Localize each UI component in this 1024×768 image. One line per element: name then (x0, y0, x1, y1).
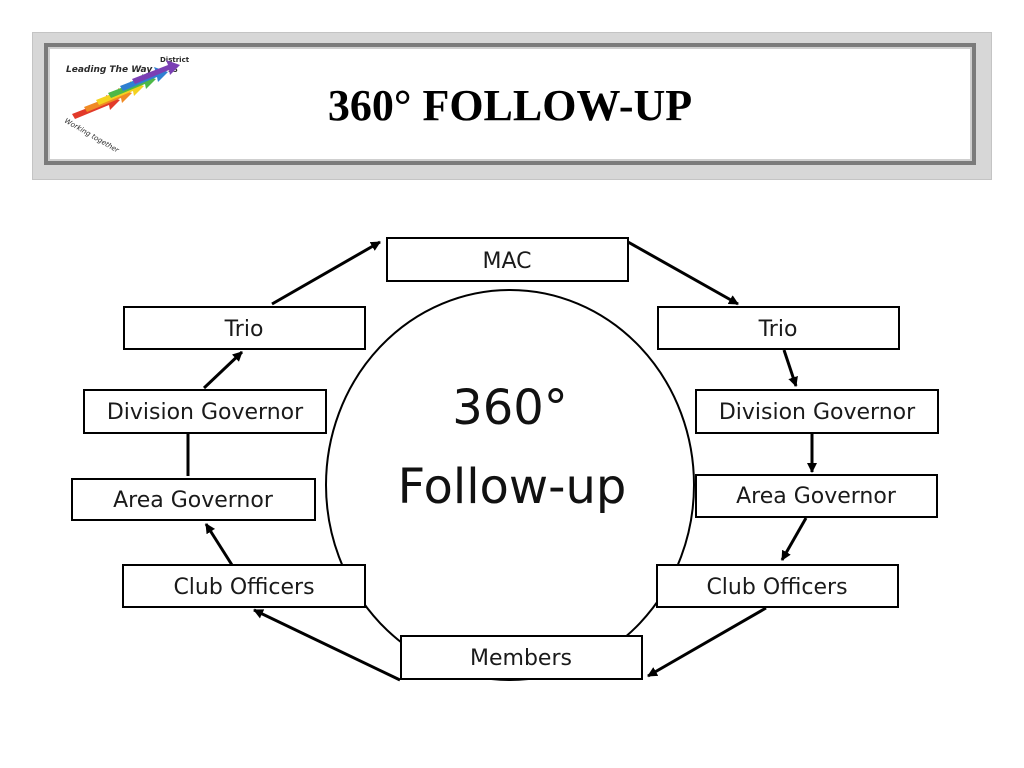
header-box (44, 43, 976, 165)
node-club-right-label: Club Officers (706, 575, 847, 600)
node-division-left-label: Division Governor (107, 400, 304, 425)
logo-text-main: Leading The Way (66, 65, 153, 75)
center-label-follow-up: Follow-up (398, 459, 627, 515)
node-trio-left-box (123, 306, 366, 350)
node-mac-box (386, 237, 629, 282)
node-area-right-label: Area Governor (736, 484, 897, 509)
node-division-right-label: Division Governor (719, 400, 916, 425)
node-area-right-box (695, 474, 938, 518)
arrow-trio-right-to-division (782, 349, 798, 387)
node-members-box (400, 635, 643, 680)
node-area-left-box (71, 478, 316, 521)
node-area-left-label: Area Governor (113, 488, 274, 513)
logo-arrows (72, 60, 180, 119)
node-trio-left-label: Trio (224, 317, 264, 342)
logo-text-district: District (160, 56, 190, 64)
node-club-right-box (656, 564, 899, 608)
arrow-club-left-to-area-left (204, 523, 234, 566)
arrow-club-right-to-members (647, 606, 767, 678)
page-title: 360° FOLLOW-UP (327, 81, 693, 130)
node-trio-right-label: Trio (758, 317, 798, 342)
arrow-mac-to-trio-right (627, 240, 739, 306)
node-division-left-box (83, 389, 327, 434)
node-mac-label: MAC (482, 249, 531, 274)
node-members-label: Members (470, 646, 572, 671)
arrow-trio-left-to-mac (271, 240, 381, 306)
node-division-right-box (695, 389, 939, 434)
node-club-left-label: Club Officers (173, 575, 314, 600)
node-trio-right-box (657, 306, 900, 350)
node-club-left-box (122, 564, 366, 608)
district-logo: Leading The Way District 55 Working toge… (63, 56, 190, 155)
arrow-members-to-club-left (253, 608, 401, 682)
arrow-division-left-to-trio-left (202, 350, 244, 390)
logo-arrow-6 (132, 60, 180, 84)
center-label-degrees: 360° (452, 380, 568, 436)
arrow-area-to-club-right (780, 517, 808, 561)
